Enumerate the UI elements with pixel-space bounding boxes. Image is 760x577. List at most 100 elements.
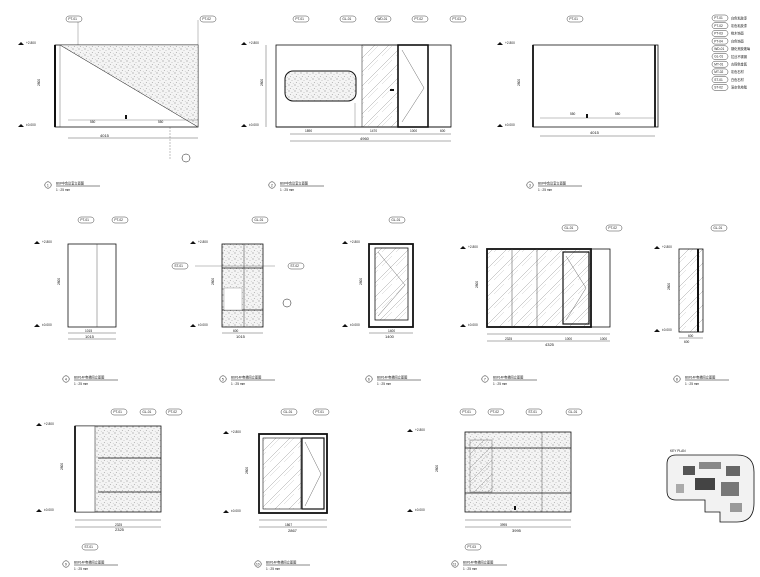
elev-2-scale: 1 : 25 mm: [280, 188, 295, 192]
elev-9-tag-st-01: ST-01: [84, 545, 93, 549]
legend-code: MT-01: [714, 62, 723, 66]
elev-11-level-top-marker: [407, 429, 413, 432]
elev-9-number: 9: [65, 562, 67, 566]
elev-2-number: 2: [271, 183, 273, 187]
elev-3-number: 3: [529, 183, 531, 187]
elev-6-title: B6#14F电梯间立面图: [377, 375, 407, 380]
elev-8-title: B6#14F电梯间立面图: [685, 375, 715, 380]
legend-swatch: [711, 68, 729, 76]
elev-7-scale: 1 : 25 mm: [493, 382, 508, 386]
elev-8-level-bottom: ±0.000: [662, 328, 672, 332]
elev-4-level-top: +2.800: [42, 240, 52, 244]
elevation-5: 1015: [195, 243, 292, 339]
elevation-9: 2325: [74, 425, 162, 532]
legend-code: WD-01: [714, 47, 724, 51]
elev-4-tag-pt-01: PT-01: [80, 218, 89, 222]
elev-8-level-top: +2.800: [662, 245, 672, 249]
elev-5-tag-st-02-box: [287, 262, 305, 270]
elev-5-level-bottom: ±0.000: [198, 323, 208, 327]
elev-7-number-circle: [481, 375, 489, 383]
elev-4-title: B6#14F电梯间立面图: [74, 375, 104, 380]
elev-11-title: B6#14F电梯间立面图: [463, 560, 493, 565]
elev-1-tag-pt-01-box: [65, 15, 83, 23]
elev-2-tag-pt-02-box: [411, 15, 429, 23]
elevation-8: 600: [678, 248, 704, 344]
elev-9-tag-pt-02-box: [165, 408, 183, 416]
legend-code: PT-02: [714, 24, 723, 28]
elev-7-level-bottom: ±0.000: [468, 323, 478, 327]
elev-2-tag-pt-02: PT-02: [414, 17, 423, 21]
elev-5-title: B6#14F电梯间立面图: [231, 375, 261, 380]
legend-code: ST-02: [714, 86, 723, 90]
elev-4-tag-pt-01-box: [77, 216, 95, 224]
elev-8-level-top-marker: [654, 246, 660, 249]
elev-1-level-top: +2.800: [26, 41, 36, 45]
elev-1-level-bottom: ±0.000: [26, 123, 36, 127]
elev-1-number: 1: [47, 183, 49, 187]
legend-description: 古铜色金属: [731, 62, 747, 67]
elev-1-level-top-marker: [18, 42, 24, 45]
elev-10-height: 2800: [245, 467, 249, 474]
elev-9-level-top: +2.800: [44, 422, 54, 426]
elev-9-dim: 2325: [115, 523, 122, 527]
legend-swatch: [711, 30, 729, 37]
elev-11-tag-gl-01-box: [565, 408, 583, 416]
elev-2-tag-wd-01-box: [374, 15, 392, 23]
elev-4-height: 2800: [57, 278, 61, 285]
elev-2-tag-pt-03: PT-03: [452, 17, 461, 21]
elev-9-height: 2800: [60, 463, 64, 470]
elev-10-tag-gl-01: GL-01: [283, 410, 292, 414]
elev-10-title: B6#14F电梯间立面图: [266, 560, 296, 565]
elev-6-dim: 1400: [388, 329, 395, 333]
elev-3-scale: 1 : 25 mm: [538, 188, 553, 192]
elev-11-level-bottom-marker: [407, 509, 413, 512]
elev-10-tag-pt-01: PT-01: [315, 410, 324, 414]
elev-7-number: 7: [484, 377, 486, 381]
elev-4-level-bottom-marker: [34, 324, 40, 327]
elev-2-level-bottom: ±0.000: [249, 123, 259, 127]
legend-code: PT-01: [714, 16, 723, 20]
elevation-10: 2867: [258, 433, 328, 533]
elev-2-level-bottom-marker: [241, 124, 247, 127]
elev-6-level-bottom-marker: [342, 324, 348, 327]
elev-2-title: B6#中会议室立面图: [280, 181, 308, 186]
elev-7-level-top-marker: [460, 246, 466, 249]
elev-2-tag-gl-01-box: [339, 15, 357, 23]
legend-swatch: [711, 84, 729, 91]
legend-code: MT-02: [714, 70, 723, 74]
elev-11-tag-pt-03: PT-03: [467, 545, 476, 549]
elev-6-height: 2800: [359, 278, 363, 285]
elev-8-tag-gl-01: GL-01: [713, 226, 722, 230]
elev-3-level-bottom: ±0.000: [505, 123, 515, 127]
elev-10-level-top: +2.800: [231, 430, 241, 434]
elev-3-width: 4015: [590, 130, 600, 135]
elev-2-level-top-marker: [241, 42, 247, 45]
elev-4-tag-pt-02: PT-02: [114, 218, 123, 222]
legend-description: 灰色乳胶漆: [731, 23, 748, 28]
elev-2-dim: 1890: [305, 129, 312, 133]
elev-7-level-bottom-marker: [460, 324, 466, 327]
legend-code: PT-04: [714, 39, 723, 43]
elev-3-dim: 550: [570, 112, 576, 116]
elev-1-tag-pt-02: PT-02: [202, 17, 211, 21]
legend-code: PT-03: [714, 32, 723, 36]
legend-description: 灰色石材: [731, 69, 745, 74]
elev-5-tag-gl-01-box: [251, 216, 269, 224]
elev-6-number-circle: [365, 375, 373, 383]
elev-10-number-circle: [254, 560, 262, 568]
elev-11-width: 3995: [512, 528, 522, 533]
elev-7-width: 4325: [545, 342, 555, 347]
elev-8-width: 600: [684, 340, 690, 344]
elev-1-height: 2800: [37, 79, 41, 86]
elevation-2: 4960: [265, 44, 452, 142]
elev-9-tag-pt-02: PT-02: [168, 410, 177, 414]
elev-1-width: 4015: [100, 133, 110, 138]
elev-10-scale: 1 : 25 mm: [266, 567, 281, 571]
elevation-4: 1015: [67, 243, 117, 340]
elev-3-dim: 550: [615, 112, 621, 116]
elev-5-level-top-marker: [190, 241, 196, 244]
elev-4-dim: 1015: [85, 329, 92, 333]
elev-11-level-top: +2.800: [415, 428, 425, 432]
elev-2-tag-pt-01-box: [292, 15, 310, 23]
elev-9-tag-pt-01-box: [110, 408, 128, 416]
